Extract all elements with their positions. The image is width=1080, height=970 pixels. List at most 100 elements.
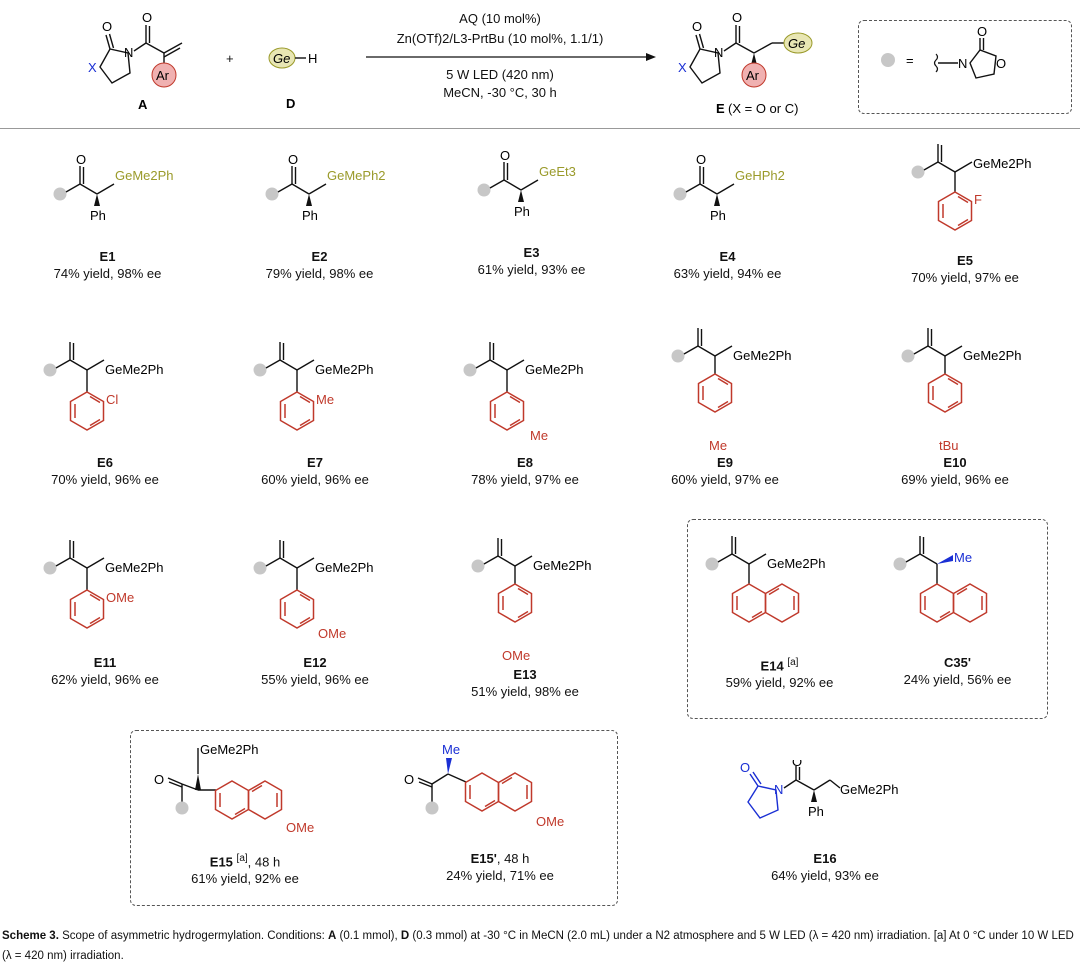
compound-E10: GeMe2Ph tBu E10 69% yield, 96% ee [860, 316, 1050, 488]
svg-text:O: O [154, 772, 164, 787]
svg-text:N: N [714, 45, 723, 60]
reactant-d-structure: Ge H D [268, 47, 317, 110]
svg-text:Me: Me [442, 742, 460, 757]
compound-C35prime: Me C35' 24% yield, 56% ee [870, 530, 1045, 688]
compound-E13: GeMe2Ph OMe E13 51% yield, 98% ee [430, 530, 620, 700]
structure-E15: GeMe2Ph O OMe [154, 742, 314, 835]
structure-E5: GeMe2Ph F [910, 143, 1032, 231]
svg-text:Ph: Ph [808, 804, 824, 819]
svg-text:Me: Me [530, 428, 548, 443]
svg-text:O: O [996, 56, 1006, 71]
svg-text:GeMe2Ph: GeMe2Ph [315, 560, 374, 575]
svg-text:Cl: Cl [106, 392, 118, 407]
compound-E16: O N O Ph GeMe2Ph E16 64% yield, 93% ee [720, 760, 930, 884]
svg-text:GeMe2Ph: GeMe2Ph [115, 168, 174, 183]
svg-text:GeHPh2: GeHPh2 [735, 168, 785, 183]
svg-text:N: N [774, 782, 783, 797]
svg-text:O: O [696, 152, 706, 167]
svg-text:=: = [906, 53, 914, 68]
svg-text:Ph: Ph [514, 204, 530, 219]
compound-E4: O Ph GeHPh2 E4 63% yield, 94% ee [640, 148, 815, 282]
compound-E14: GeMe2Ph E14 [a] 59% yield, 92% ee [692, 530, 867, 691]
structure-E4: O Ph GeHPh2 [672, 152, 785, 223]
structure-E6: GeMe2Ph Cl [42, 341, 164, 431]
svg-text:N: N [958, 56, 967, 71]
svg-text:Ge: Ge [788, 36, 805, 51]
legend-structure: = N O O [881, 26, 1006, 79]
structure-E8: GeMe2Ph Me [462, 341, 584, 443]
svg-text:GeMe2Ph: GeMe2Ph [840, 782, 899, 797]
svg-text:O: O [288, 152, 298, 167]
svg-text:Ar: Ar [746, 68, 760, 83]
svg-text:O: O [76, 152, 86, 167]
structure-E13: GeMe2Ph OMe [470, 537, 592, 663]
svg-text:Ge: Ge [273, 51, 290, 66]
svg-text:N: N [124, 45, 133, 60]
svg-text:O: O [404, 772, 414, 787]
condition-catalyst: AQ (10 mol%) [459, 11, 541, 26]
svg-text:GeMe2Ph: GeMe2Ph [963, 348, 1022, 363]
svg-text:D: D [286, 96, 295, 110]
product-e-structure: O X N O Ar Ge E (X = O or C) [678, 10, 813, 116]
svg-text:Me: Me [316, 392, 334, 407]
compound-E2: O Ph GeMePh2 E2 79% yield, 98% ee [232, 148, 407, 282]
condition-light: 5 W LED (420 nm) [446, 67, 554, 82]
structure-E9: GeMe2Ph Me [670, 327, 792, 453]
svg-text:tBu: tBu [939, 438, 959, 453]
group-box-naphthyl-ome [130, 730, 618, 906]
svg-text:O: O [500, 148, 510, 163]
svg-text:OMe: OMe [502, 648, 530, 663]
svg-text:O: O [142, 10, 152, 25]
svg-text:OMe: OMe [286, 820, 314, 835]
svg-text:GeMe2Ph: GeMe2Ph [200, 742, 259, 757]
group-box-naphthyl [687, 519, 1048, 719]
legend-box [858, 20, 1072, 114]
svg-text:OMe: OMe [536, 814, 564, 829]
svg-text:GeMe2Ph: GeMe2Ph [105, 362, 164, 377]
svg-text:Ph: Ph [710, 208, 726, 223]
svg-text:O: O [977, 26, 987, 39]
compound-E7: GeMe2Ph Me E7 60% yield, 96% ee [220, 336, 410, 488]
svg-text:E: E [716, 101, 725, 116]
compound-E1: O Ph GeMe2Ph E1 74% yield, 98% ee [20, 148, 195, 282]
structure-E2: O Ph GeMePh2 [264, 152, 386, 223]
svg-text:GeMe2Ph: GeMe2Ph [973, 156, 1032, 171]
structure-E3: O Ph GeEt3 [476, 148, 576, 219]
structure-E1: O Ph GeMe2Ph [52, 152, 174, 223]
svg-text:(X = O or C): (X = O or C) [728, 101, 798, 116]
svg-text:O: O [732, 10, 742, 25]
svg-text:Ph: Ph [302, 208, 318, 223]
compound-E12: GeMe2Ph OMe E12 55% yield, 96% ee [220, 536, 410, 688]
svg-text:OMe: OMe [318, 626, 346, 641]
compound-E3: O Ph GeEt3 E3 61% yield, 93% ee [444, 144, 619, 278]
structure-E14: GeMe2Ph [704, 535, 826, 623]
svg-text:GeEt3: GeEt3 [539, 164, 576, 179]
structure-E11: GeMe2Ph OMe [42, 539, 164, 629]
svg-text:O: O [740, 760, 750, 775]
compound-E11: GeMe2Ph OMe E11 62% yield, 96% ee [10, 536, 200, 688]
svg-text:Ph: Ph [90, 208, 106, 223]
svg-text:GeMePh2: GeMePh2 [327, 168, 386, 183]
svg-text:GeMe2Ph: GeMe2Ph [315, 362, 374, 377]
svg-text:GeMe2Ph: GeMe2Ph [533, 558, 592, 573]
structure-C35prime: Me [892, 535, 988, 623]
svg-text:GeMe2Ph: GeMe2Ph [767, 556, 826, 571]
compound-E6: GeMe2Ph Cl E6 70% yield, 96% ee [10, 336, 200, 488]
compound-E15: GeMe2Ph O OMe E15 [a], 48 h 61% yield, 9… [140, 738, 350, 887]
structure-E15prime: Me O OMe [404, 742, 564, 829]
reactant-a-structure: O X N O Ar A [88, 10, 183, 112]
svg-text:O: O [692, 19, 702, 34]
svg-text:Me: Me [954, 550, 972, 565]
structure-E7: GeMe2Ph Me [252, 341, 374, 431]
scheme-caption: Scheme 3. Scope of asymmetric hydrogermy… [2, 930, 1074, 962]
structure-E12: GeMe2Ph OMe [252, 539, 374, 641]
compound-E8: GeMe2Ph Me E8 78% yield, 97% ee [430, 336, 620, 488]
condition-lewis-acid: Zn(OTf)2/L3-PrtBu (10 mol%, 1.1/1) [396, 31, 604, 46]
svg-text:Ar: Ar [156, 68, 170, 83]
svg-text:OMe: OMe [106, 590, 134, 605]
structure-E16: O N O Ph GeMe2Ph [740, 760, 899, 819]
plus-sign: + [226, 51, 234, 66]
condition-solvent: MeCN, -30 °C, 30 h [443, 85, 557, 100]
svg-text:GeMe2Ph: GeMe2Ph [733, 348, 792, 363]
svg-text:H: H [308, 51, 317, 66]
